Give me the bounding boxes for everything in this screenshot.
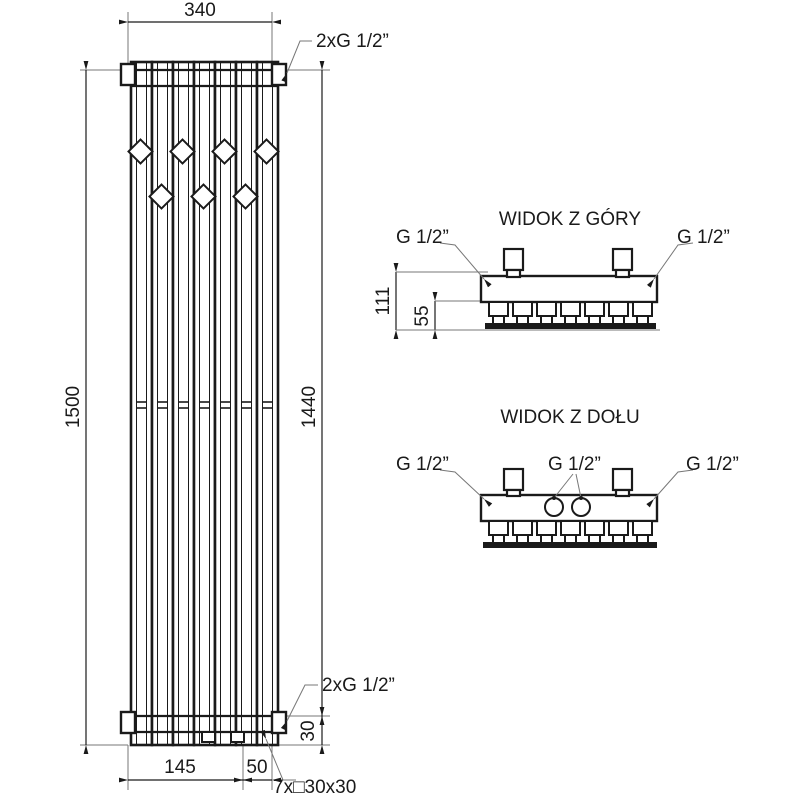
top-view: WIDOK Z GÓRY 111 55 (373, 208, 730, 339)
bottom-view-manifold (479, 493, 659, 523)
diamond-marker (253, 138, 280, 165)
connector-boss-bottom-left (119, 710, 137, 735)
diamond-marker (127, 138, 154, 165)
label-top-view-left-port-text: G 1/2” (396, 227, 449, 248)
leader-top-view-right-port: G 1/2” (646, 227, 730, 288)
nipple (509, 301, 536, 329)
dimension-width-340-text: 340 (184, 0, 216, 21)
dimension-height-1440: 1440 (299, 61, 325, 725)
bottom-foot (201, 731, 216, 743)
dimension-50: 50 (234, 757, 281, 783)
dimension-height-1440-text: 1440 (299, 386, 320, 428)
dimension-55-text: 55 (412, 305, 433, 326)
dimension-145-text: 145 (164, 757, 196, 778)
tube-column (213, 60, 238, 747)
nipple (533, 301, 560, 329)
dimension-111-text: 111 (373, 287, 394, 316)
diamond-decorations-upper (127, 138, 280, 165)
label-bottom-view-center-ports-text: G 1/2” (548, 454, 601, 475)
label-tube-profile-text: 7x□30x30 (273, 777, 356, 798)
dimension-111: 111 (373, 263, 399, 339)
tube-column (129, 60, 154, 747)
nipple (581, 301, 608, 329)
label-top-view-right-port-text: G 1/2” (677, 227, 730, 248)
leader-bottom-view-center-ports: G 1/2” (548, 454, 601, 500)
valve-body (611, 247, 634, 272)
front-view: 340 1500 1440 30 145 50 (63, 0, 395, 798)
label-bottom-view-right-port-text: G 1/2” (686, 454, 739, 475)
diamond-decorations-lower (148, 183, 259, 210)
center-hole (571, 497, 591, 517)
dimension-width-340: 340 (119, 0, 281, 25)
bottom-view-center-holes (544, 497, 591, 517)
dimension-bottom-30: 30 (298, 707, 325, 754)
diamond-marker (148, 183, 175, 210)
bottom-view-nipples (483, 520, 657, 548)
valve-body (502, 467, 525, 492)
bottom-view-title: WIDOK Z DOŁU (500, 407, 639, 428)
valve-neck (614, 268, 631, 279)
top-view-manifold (479, 274, 659, 304)
nipple (629, 301, 656, 329)
diamond-marker (211, 138, 238, 165)
valve-neck (505, 268, 522, 279)
dimension-55: 55 (412, 292, 438, 339)
top-view-valves (502, 247, 634, 279)
leader-bottom-view-right-port: G 1/2” (646, 454, 739, 508)
nipple (584, 520, 605, 544)
nipple (560, 520, 581, 544)
tube-column (150, 60, 175, 747)
tube-inner-lines (136, 62, 273, 745)
leader-bottom-view-left-port: G 1/2” (396, 454, 493, 507)
bottom-foot (230, 731, 245, 743)
diamond-marker (169, 138, 196, 165)
nipple (536, 520, 557, 544)
tube-column (192, 60, 217, 747)
dimension-145: 145 (119, 757, 252, 783)
tube-column (171, 60, 196, 747)
bottom-view: WIDOK Z DOŁU (396, 407, 739, 548)
label-bottom-connection-text: 2xG 1/2” (322, 675, 395, 696)
leader-bottom-connection: 2xG 1/2” (280, 675, 395, 731)
valve-body (611, 467, 634, 492)
label-top-connection-text: 2xG 1/2” (316, 31, 389, 52)
nipple (557, 301, 584, 329)
radiator-tubes (129, 60, 280, 747)
label-bottom-view-left-port-text: G 1/2” (396, 454, 449, 475)
diamond-marker (232, 183, 259, 210)
top-manifold-bars (131, 68, 278, 88)
leader-top-view-left-port: G 1/2” (396, 227, 492, 288)
valve-neck (505, 488, 522, 498)
center-hole (544, 497, 564, 517)
valve-neck (614, 488, 631, 498)
tube-column (255, 60, 280, 747)
connector-boss-top-right (270, 62, 288, 87)
dimension-bottom-30-text: 30 (298, 720, 319, 741)
nipple (485, 301, 512, 329)
top-view-nipples (485, 301, 656, 329)
valve-body (502, 247, 525, 272)
bottom-view-base-line (483, 542, 657, 548)
dimension-50-text: 50 (246, 757, 267, 778)
nipple (488, 520, 509, 544)
connector-boss-bottom-right (270, 710, 288, 735)
leader-tube-profile: 7x□30x30 (260, 729, 356, 798)
nipple (605, 301, 632, 329)
bottom-feet (201, 731, 245, 743)
dimension-height-1500: 1500 (63, 61, 89, 754)
top-view-title: WIDOK Z GÓRY (499, 208, 641, 230)
connector-boss-top-left (119, 62, 137, 87)
leader-top-connection: 2xG 1/2” (281, 31, 389, 83)
diamond-marker (190, 183, 217, 210)
tube-mid-marks (136, 401, 273, 409)
tube-column (234, 60, 259, 747)
bottom-view-valves (502, 467, 634, 498)
dimension-height-1500-text: 1500 (63, 386, 84, 428)
